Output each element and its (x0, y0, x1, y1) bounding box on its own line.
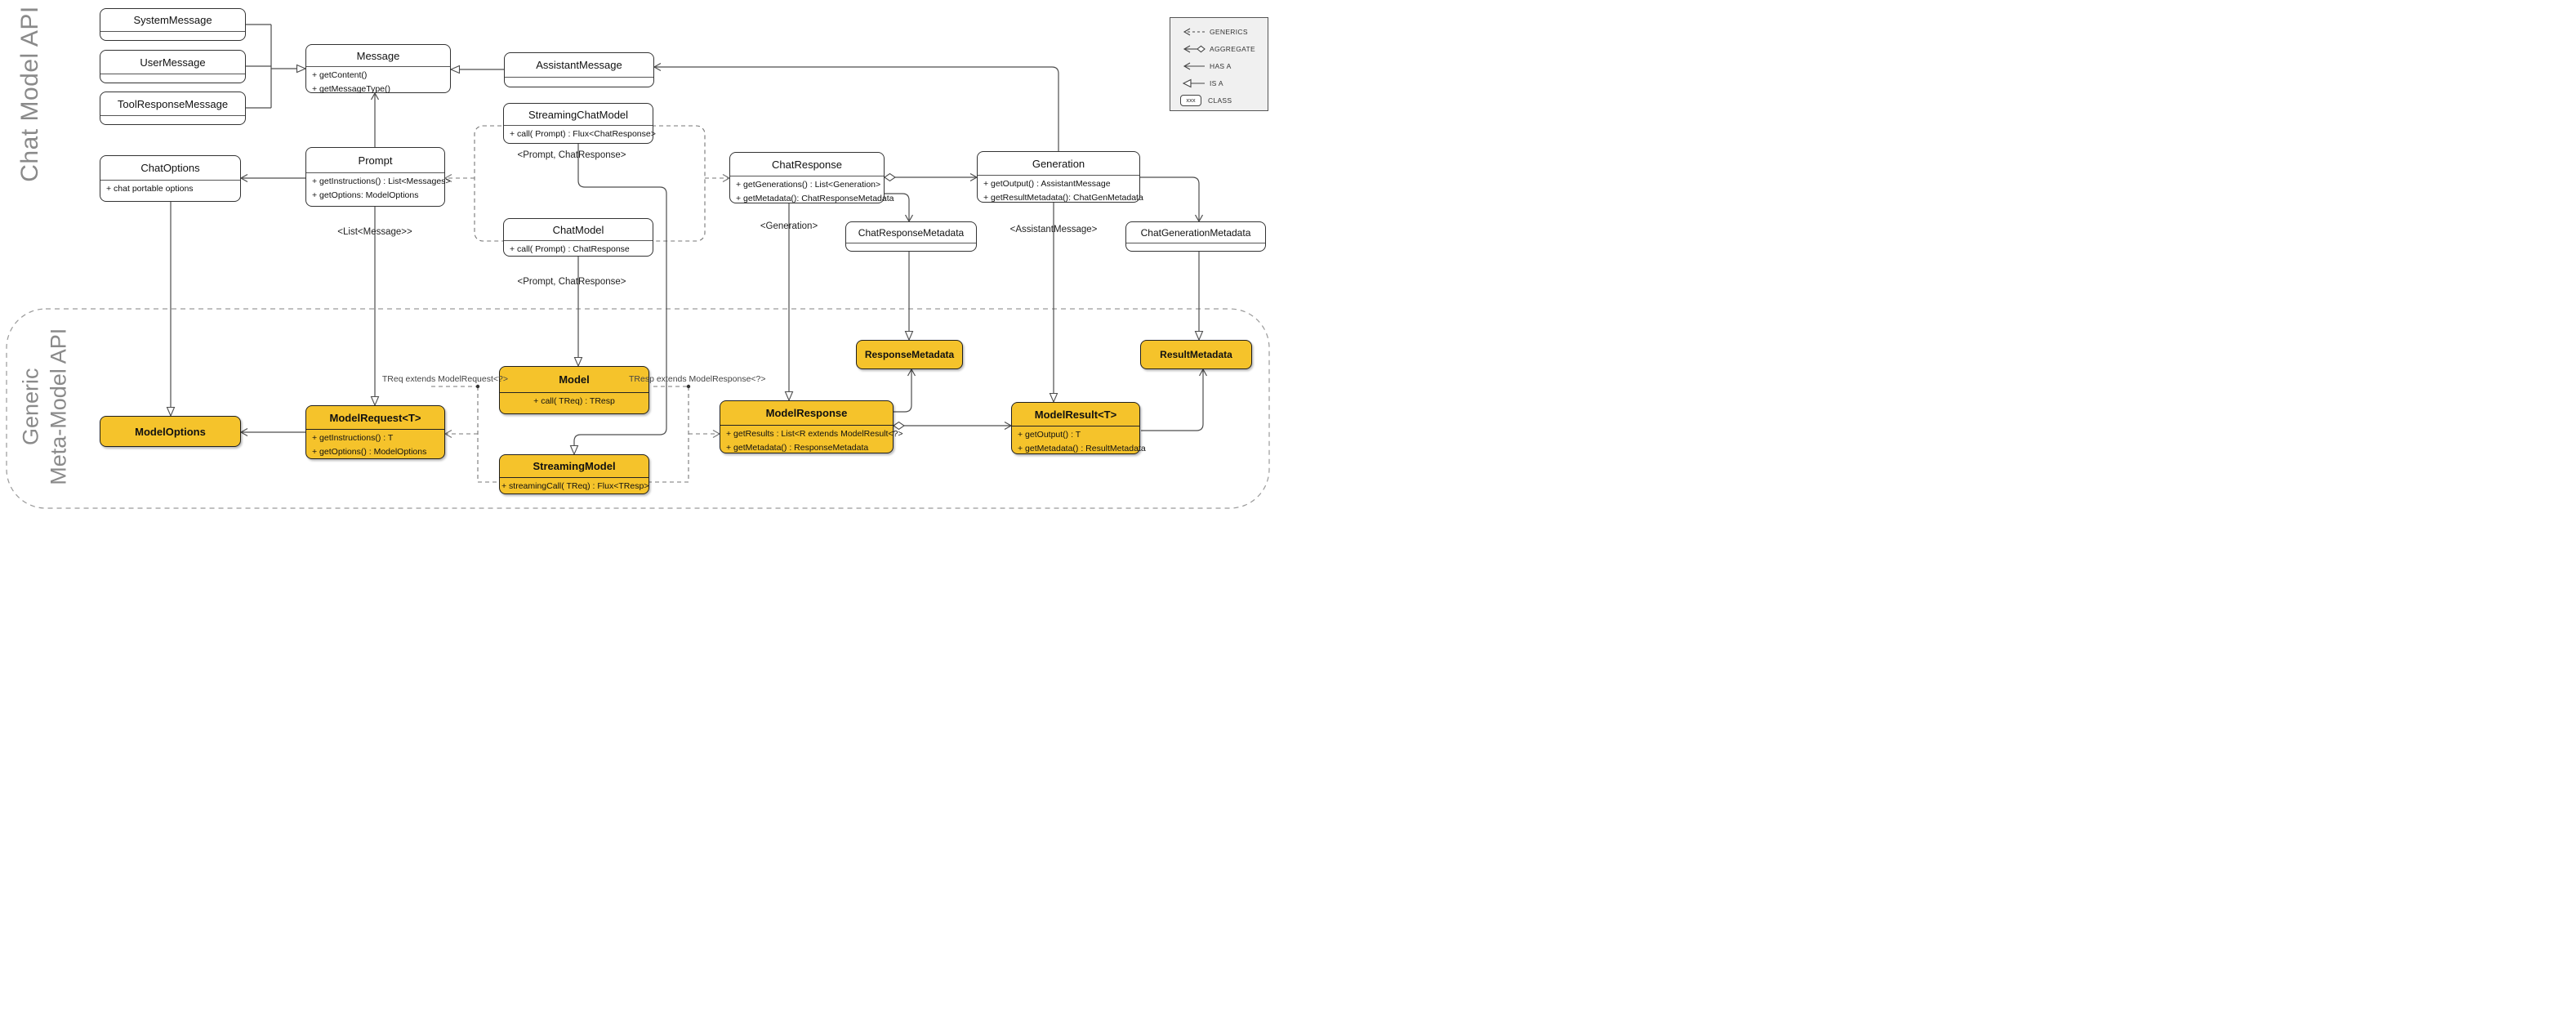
class-title: ChatResponse (772, 158, 842, 171)
class-method: + getMetadata(): ChatResponseMetadata (736, 193, 894, 203)
class-title: Prompt (358, 154, 393, 167)
aggregate-arrow-icon (1183, 45, 1206, 52)
generic-label-list-message: <List<Message>> (337, 227, 412, 237)
class-body-empty (100, 74, 245, 83)
class-method: + streamingCall( TReq) : Flux<TResp> (501, 481, 649, 491)
class-body-empty (1126, 243, 1265, 251)
legend-label: HAS A (1210, 61, 1232, 70)
class-method: + getInstructions() : T (312, 433, 394, 443)
class-title: ChatResponseMetadata (858, 226, 965, 239)
class-prompt: Prompt + getInstructions() : List<Messag… (305, 147, 451, 207)
legend-label: AGGREGATE (1210, 44, 1255, 53)
class-method: + getGenerations() : List<Generation> (736, 180, 881, 190)
class-title: ToolResponseMessage (117, 97, 229, 110)
class-system-message: SystemMessage (100, 8, 246, 41)
class-title: Generation (1032, 157, 1085, 170)
class-title: UserMessage (140, 56, 206, 69)
class-model-result: ModelResult<T> + getOutput() : T + getMe… (1011, 402, 1146, 454)
legend-row-generics: GENERICS (1177, 25, 1263, 38)
class-title: ModelOptions (135, 425, 206, 438)
class-result-metadata: ResultMetadata (1140, 340, 1252, 369)
connector-lines (6, 24, 1270, 509)
class-assistant-message: AssistantMessage (504, 52, 654, 87)
generic-label-generation: <Generation> (760, 221, 818, 231)
section-label-line1: Generic (18, 368, 43, 446)
class-user-message: UserMessage (100, 50, 246, 83)
class-response-metadata: ResponseMetadata (856, 340, 963, 369)
class-title: ChatGenerationMetadata (1140, 226, 1251, 239)
class-method: + getResults : List<R extends ModelResul… (726, 429, 903, 439)
class-method: + getOutput() : AssistantMessage (983, 179, 1111, 189)
class-message: Message + getContent() + getMessageType(… (305, 44, 451, 94)
class-chat-model: ChatModel + call( Prompt) : ChatResponse (503, 218, 653, 257)
class-chat-response: ChatResponse + getGenerations() : List<G… (729, 152, 894, 203)
class-title: StreamingChatModel (528, 108, 629, 121)
class-body-empty (505, 77, 653, 87)
class-model-request: ModelRequest<T> + getInstructions() : T … (305, 405, 445, 459)
legend-row-aggregate: AGGREGATE (1177, 42, 1263, 56)
class-method: + getMessageType() (312, 83, 391, 94)
class-method: + call( Prompt) : Flux<ChatResponse> (510, 129, 656, 139)
class-method: + getResultMetadata(): ChatGenMetadata (983, 192, 1143, 203)
class-chat-response-metadata: ChatResponseMetadata (845, 221, 977, 252)
legend: GENERICS AGGREGATE HAS A IS A xxx CLASS (1170, 17, 1268, 111)
class-method: + getContent() (312, 70, 368, 80)
generic-label-assistant-message: <AssistantMessage> (1009, 225, 1098, 234)
class-model-options: ModelOptions (100, 416, 241, 447)
class-body-empty (100, 31, 245, 40)
class-method: + getMetadata() : ResultMetadata (1018, 443, 1146, 453)
class-chat-options: ChatOptions + chat portable options (100, 155, 241, 202)
generic-label-prompt-chatresponse-lower: <Prompt, ChatResponse> (517, 277, 626, 287)
class-title: ChatOptions (140, 162, 200, 174)
class-method: + call( TReq) : TResp (533, 396, 615, 406)
class-method: + getOptions: ModelOptions (312, 190, 419, 200)
class-title: ResultMetadata (1160, 349, 1232, 360)
generics-arrow-icon (1183, 28, 1205, 35)
class-title: ModelResult<T> (1034, 408, 1117, 421)
section-label-line2: Meta-Model API (46, 328, 70, 485)
legend-row-class: xxx CLASS (1177, 93, 1263, 107)
is-a-arrow-icon (1182, 78, 1205, 87)
class-title: SystemMessage (133, 14, 212, 26)
class-title: ModelRequest<T> (329, 411, 421, 424)
class-tool-response-message: ToolResponseMessage (100, 92, 246, 125)
class-title: AssistantMessage (536, 59, 622, 71)
class-chat-generation-metadata: ChatGenerationMetadata (1125, 221, 1266, 252)
class-title: Message (356, 49, 400, 62)
class-sample-box: xxx (1180, 94, 1201, 106)
class-title: Model (559, 373, 590, 386)
class-title: ResponseMetadata (864, 349, 955, 360)
class-method: + call( Prompt) : ChatResponse (510, 244, 630, 254)
class-attribute: + chat portable options (106, 184, 194, 194)
generic-label-tresp-extends: TResp extends ModelResponse<?> (629, 374, 766, 384)
legend-label: GENERICS (1210, 27, 1248, 36)
legend-label: CLASS (1208, 96, 1232, 105)
legend-row-is-a: IS A (1177, 76, 1263, 90)
class-method: + getOptions() : ModelOptions (312, 446, 427, 457)
section-label-chat-model-api: Chat Model API (16, 6, 43, 182)
class-method: + getInstructions() : List<Messages> (312, 176, 451, 186)
class-title: ModelResponse (765, 407, 848, 419)
class-streaming-model: StreamingModel + streamingCall( TReq) : … (499, 454, 649, 494)
class-method: + getMetadata() : ResponseMetadata (726, 442, 869, 453)
class-title: ChatModel (552, 223, 604, 236)
class-model-response: ModelResponse + getResults : List<R exte… (720, 400, 903, 453)
class-streaming-chat-model: StreamingChatModel + call( Prompt) : Flu… (503, 103, 656, 144)
class-method: + getOutput() : T (1018, 430, 1081, 440)
class-generation: Generation + getOutput() : AssistantMess… (977, 151, 1143, 203)
generic-label-treq-extends: TReq extends ModelRequest<?> (381, 374, 508, 384)
section-label-generic-meta-model-api: Generic Meta-Model API (17, 297, 73, 517)
generic-label-prompt-chatresponse-upper: <Prompt, ChatResponse> (517, 150, 626, 160)
class-body-empty (846, 243, 976, 251)
class-body-empty (100, 115, 245, 124)
legend-row-has-a: HAS A (1177, 59, 1263, 73)
uml-diagram-canvas: Chat Model API Generic Meta-Model API Sy… (0, 0, 1288, 518)
legend-label: IS A (1210, 78, 1223, 87)
class-model: Model + call( TReq) : TResp (499, 366, 649, 414)
class-title: StreamingModel (533, 460, 616, 472)
has-a-arrow-icon (1183, 62, 1205, 69)
